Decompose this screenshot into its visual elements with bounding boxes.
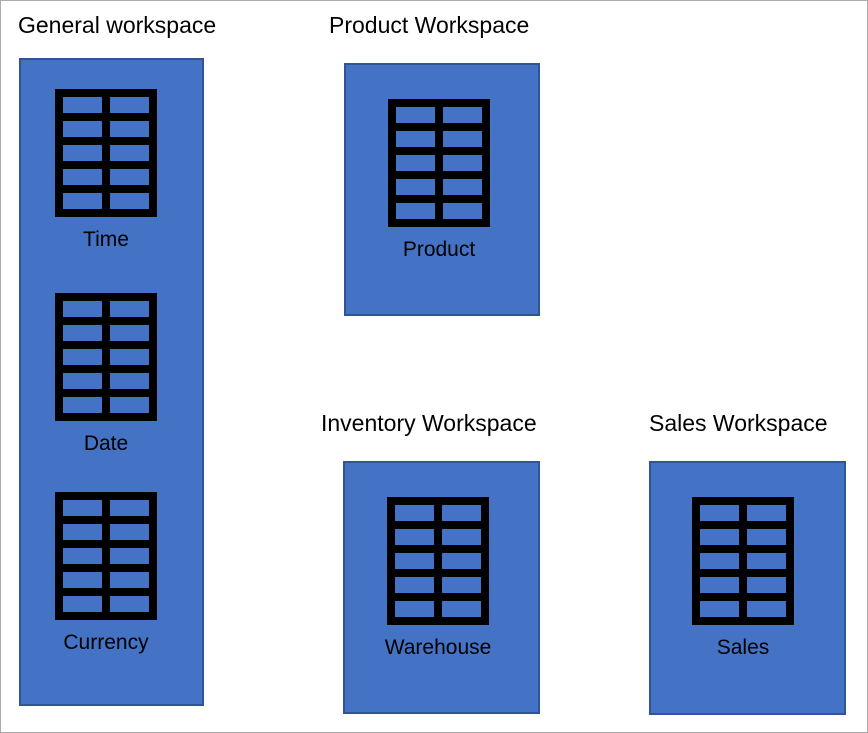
- table-cell: [396, 179, 435, 195]
- table-label: Currency: [63, 631, 149, 654]
- table-group-currency: Currency: [55, 492, 157, 655]
- table-cell: [700, 577, 739, 593]
- table-cell: [700, 553, 739, 569]
- workspace-title-sales: Sales Workspace: [649, 410, 828, 436]
- table-cell: [395, 529, 434, 545]
- table-cell: [110, 145, 149, 161]
- table-cell: [63, 373, 102, 389]
- table-cell: [395, 601, 434, 617]
- table-cell: [110, 548, 149, 564]
- table-cell: [396, 131, 435, 147]
- table-cell: [63, 121, 102, 137]
- table-cell: [700, 505, 739, 521]
- table-cell: [396, 107, 435, 123]
- table-cell: [443, 131, 482, 147]
- table-cell: [110, 500, 149, 516]
- table-icon: [55, 492, 157, 620]
- table-group-date: Date: [55, 293, 157, 456]
- table-cell: [110, 193, 149, 209]
- workspace-box-inventory: Warehouse: [343, 461, 540, 714]
- table-cell: [747, 505, 786, 521]
- table-cell: [443, 155, 482, 171]
- table-label: Warehouse: [384, 636, 492, 659]
- table-cell: [747, 553, 786, 569]
- table-cell: [442, 601, 481, 617]
- table-cell: [442, 553, 481, 569]
- table-cell: [63, 397, 102, 413]
- table-cell: [110, 373, 149, 389]
- table-cell: [396, 155, 435, 171]
- table-label: Sales: [716, 636, 770, 659]
- table-cell: [110, 325, 149, 341]
- workspace-box-general: Time Date Currency: [19, 58, 204, 706]
- table-cell: [63, 325, 102, 341]
- table-icon: [55, 89, 157, 217]
- table-cell: [443, 107, 482, 123]
- table-cell: [63, 169, 102, 185]
- table-cell: [63, 548, 102, 564]
- table-cell: [395, 505, 434, 521]
- table-label: Date: [83, 432, 129, 455]
- table-cell: [110, 349, 149, 365]
- table-cell: [110, 301, 149, 317]
- table-label: Product: [402, 238, 476, 261]
- table-group-product: Product: [388, 99, 490, 262]
- table-cell: [110, 121, 149, 137]
- table-cell: [110, 572, 149, 588]
- table-cell: [63, 500, 102, 516]
- table-cell: [700, 529, 739, 545]
- table-cell: [110, 397, 149, 413]
- table-cell: [63, 145, 102, 161]
- table-cell: [110, 169, 149, 185]
- workspace-title-general: General workspace: [18, 12, 217, 38]
- table-cell: [63, 97, 102, 113]
- table-cell: [747, 601, 786, 617]
- table-cell: [395, 577, 434, 593]
- workspace-box-product: Product: [344, 63, 540, 316]
- table-cell: [747, 577, 786, 593]
- table-label: Time: [83, 228, 129, 251]
- table-cell: [442, 577, 481, 593]
- table-icon: [55, 293, 157, 421]
- table-cell: [63, 349, 102, 365]
- table-cell: [110, 97, 149, 113]
- table-icon: [388, 99, 490, 227]
- table-cell: [63, 596, 102, 612]
- table-cell: [443, 179, 482, 195]
- table-group-sales: Sales: [692, 497, 794, 660]
- table-icon: [692, 497, 794, 625]
- table-cell: [110, 524, 149, 540]
- table-cell: [700, 601, 739, 617]
- table-cell: [395, 553, 434, 569]
- table-icon: [387, 497, 489, 625]
- table-cell: [443, 203, 482, 219]
- table-cell: [442, 505, 481, 521]
- workspace-title-inventory: Inventory Workspace: [321, 410, 537, 436]
- table-cell: [442, 529, 481, 545]
- table-cell: [63, 193, 102, 209]
- table-group-time: Time: [55, 89, 157, 252]
- table-cell: [747, 529, 786, 545]
- table-cell: [396, 203, 435, 219]
- table-cell: [63, 524, 102, 540]
- table-cell: [63, 301, 102, 317]
- table-cell: [63, 572, 102, 588]
- workspace-title-product: Product Workspace: [329, 12, 530, 38]
- workspace-box-sales: Sales: [649, 461, 846, 715]
- table-cell: [110, 596, 149, 612]
- table-group-warehouse: Warehouse: [384, 497, 492, 660]
